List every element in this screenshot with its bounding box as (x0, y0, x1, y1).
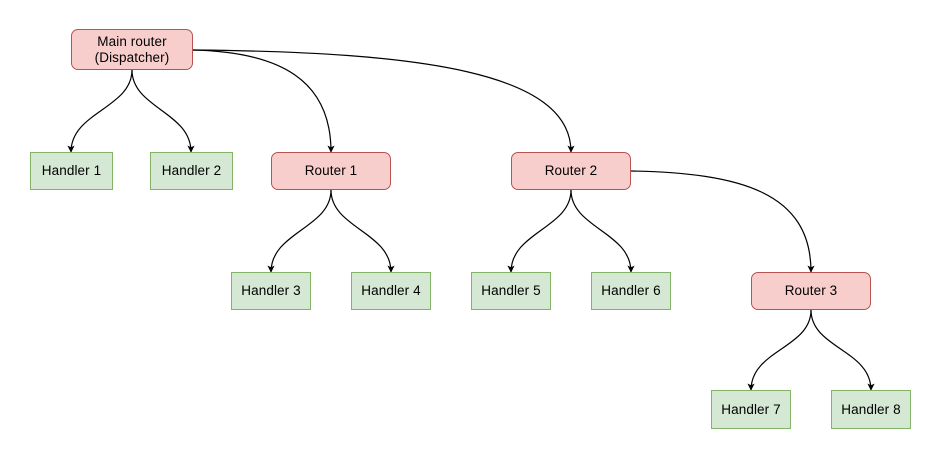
edge-router2-to-handler5 (507, 189, 572, 273)
node-label-handler6: Handler 6 (601, 283, 661, 298)
node-label-handler4: Handler 4 (361, 283, 421, 298)
node-label-handler1: Handler 1 (41, 163, 102, 178)
edge-main-to-handler2 (131, 69, 195, 153)
edge-paths (67, 49, 875, 391)
node-label-router3: Router 3 (784, 283, 838, 298)
edge-router3-to-handler8 (810, 309, 875, 391)
node-handler5[interactable]: Handler 5 (471, 272, 551, 310)
node-handler1[interactable]: Handler 1 (30, 152, 113, 190)
node-main[interactable]: Main router (Dispatcher) (71, 29, 193, 70)
node-router3[interactable]: Router 3 (751, 272, 871, 310)
node-handler7[interactable]: Handler 7 (711, 390, 791, 429)
edge-main-to-router2 (192, 49, 575, 153)
node-handler8[interactable]: Handler 8 (831, 390, 911, 429)
node-label-handler5: Handler 5 (481, 283, 541, 298)
node-handler2[interactable]: Handler 2 (150, 152, 233, 190)
node-label-router1: Router 1 (304, 163, 358, 178)
node-label-main: Main router (Dispatcher) (94, 33, 170, 65)
node-label-handler3: Handler 3 (241, 283, 301, 298)
node-label-handler2: Handler 2 (161, 163, 222, 178)
node-handler4[interactable]: Handler 4 (351, 272, 431, 310)
node-handler6[interactable]: Handler 6 (591, 272, 671, 310)
edge-router1-to-handler4 (330, 189, 395, 273)
edge-router2-to-router3 (630, 170, 815, 273)
node-router2[interactable]: Router 2 (511, 152, 631, 190)
node-router1[interactable]: Router 1 (271, 152, 391, 190)
node-label-handler7: Handler 7 (721, 401, 781, 417)
node-label-handler8: Handler 8 (841, 401, 901, 417)
node-label-router2: Router 2 (544, 163, 598, 178)
edge-main-to-router1 (192, 49, 335, 153)
node-handler3[interactable]: Handler 3 (231, 272, 311, 310)
edge-router3-to-handler7 (747, 309, 812, 391)
edge-main-to-handler1 (67, 69, 133, 153)
edge-router2-to-handler6 (570, 189, 635, 273)
edge-router1-to-handler3 (267, 189, 332, 273)
